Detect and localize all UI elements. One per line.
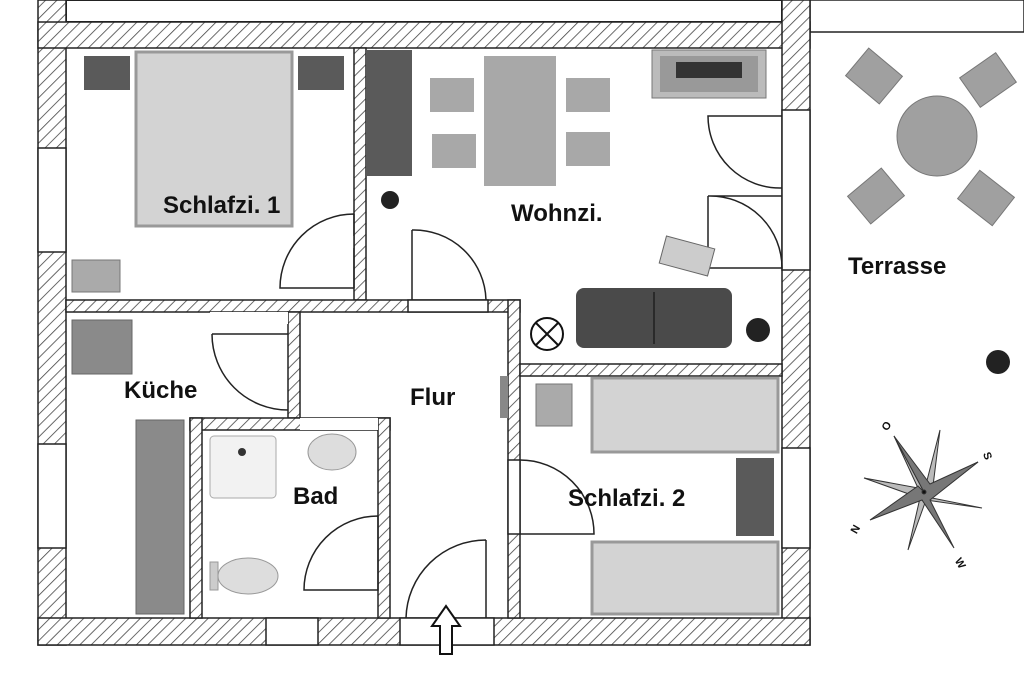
- kitchen-furniture: [71, 319, 185, 615]
- bed-double: [71, 50, 344, 293]
- compass-label-east: O: [880, 419, 895, 433]
- label-bad: Bad: [293, 483, 338, 510]
- compass-label-north: N: [849, 523, 863, 536]
- single-beds: [535, 376, 780, 616]
- doors: [211, 115, 783, 619]
- label-flur: Flur: [410, 384, 455, 411]
- plant-icon: [381, 191, 1010, 374]
- terrace-table-set: [844, 47, 1018, 227]
- compass-label-south: S: [980, 451, 994, 462]
- room-labels: Schlafzi. 1 Wohnzi. Terrasse Küche Flur …: [124, 192, 994, 572]
- compass-rose-icon: [863, 429, 983, 551]
- label-schlafzimmer-1: Schlafzi. 1: [163, 192, 280, 219]
- upper-room-outline: [65, 0, 783, 23]
- bathroom-fixtures: [209, 433, 357, 595]
- compass-label-west: W: [952, 556, 968, 572]
- label-terrasse: Terrasse: [848, 253, 946, 280]
- label-schlafzimmer-2: Schlafzi. 2: [568, 485, 685, 512]
- ceiling-light-icon: [530, 317, 564, 351]
- label-wohnzimmer: Wohnzi.: [511, 200, 603, 227]
- terrace-outline: [809, 0, 1024, 33]
- label-kueche: Küche: [124, 377, 197, 404]
- entrance-arrow-icon: [430, 604, 462, 655]
- living-furniture: [366, 49, 767, 348]
- coat-rack: [500, 376, 508, 418]
- windows: [37, 109, 811, 646]
